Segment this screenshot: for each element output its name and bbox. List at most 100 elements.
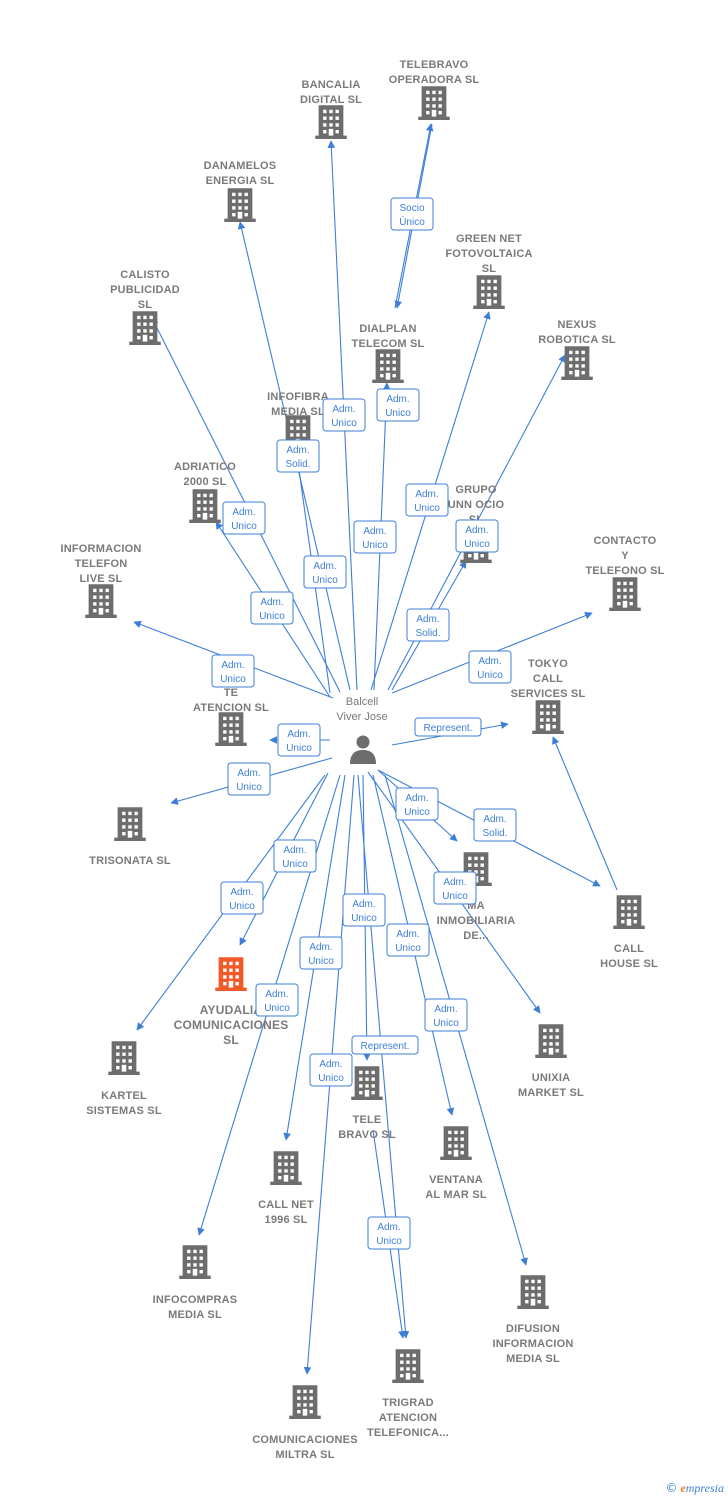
relation-text: Unico	[331, 418, 357, 429]
relation-label-5[interactable]: Adm.Unico	[405, 483, 449, 517]
relation-label-22[interactable]: Adm.Unico	[299, 936, 343, 970]
company-label-line: FOTOVOLTAICA	[445, 248, 532, 260]
relation-label-8[interactable]: Adm.Unico	[455, 519, 499, 553]
person-name-line2: Viver Jose	[336, 711, 387, 723]
relation-label-17[interactable]: Adm.Solid.	[473, 808, 517, 842]
relation-box	[473, 808, 517, 842]
company-label-line: INFOCOMPRAS	[153, 1294, 238, 1306]
relation-box	[255, 983, 299, 1017]
relation-label-12[interactable]: Adm.Unico	[468, 650, 512, 684]
company-node-trisonata[interactable]: TRISONATA SL	[89, 807, 171, 867]
relation-text: Único	[399, 215, 425, 228]
company-label-line: MEDIA SL	[168, 1309, 222, 1321]
relation-text: Adm.	[405, 793, 428, 804]
company-label-line: BANCALIA	[301, 79, 360, 91]
building-icon	[315, 105, 347, 139]
relation-label-25[interactable]: Adm.Unico	[424, 998, 468, 1032]
company-label-line: AYUDALIA	[200, 1003, 263, 1017]
building-icon	[129, 311, 161, 345]
company-label-line: DANAMELOS	[204, 160, 277, 172]
company-label-line: CALISTO	[120, 269, 170, 281]
relation-text: Solid.	[285, 459, 310, 470]
relation-label-16[interactable]: Adm.Unico	[395, 787, 439, 821]
relation-text: Unico	[236, 782, 262, 793]
relation-label-2[interactable]: Adm.Unico	[376, 388, 420, 422]
relation-box	[405, 483, 449, 517]
relation-label-11[interactable]: Adm.Unico	[211, 654, 255, 688]
relation-box	[250, 591, 294, 625]
relation-text: Unico	[286, 743, 312, 754]
company-node-trigrad[interactable]: TRIGRADATENCIONTELEFONICA...	[367, 1349, 449, 1439]
relation-label-26[interactable]: Represent.	[351, 1035, 419, 1055]
relation-text: Unico	[442, 891, 468, 902]
company-label-line: TRISONATA SL	[89, 855, 171, 867]
relation-label-21[interactable]: Adm.Unico	[342, 893, 386, 927]
company-label-line: AL MAR SL	[425, 1189, 487, 1201]
brand-name: mpresia	[685, 1481, 724, 1495]
company-label-line: NEXUS	[558, 319, 597, 331]
relation-label-3[interactable]: Adm.Solid.	[276, 439, 320, 473]
relation-label-9[interactable]: Adm.Unico	[250, 591, 294, 625]
company-label-line: ENERGIA SL	[206, 175, 275, 187]
relation-label-27[interactable]: Adm.Unico	[309, 1053, 353, 1087]
relation-text: Unico	[395, 943, 421, 954]
relations-layer: SocioÚnicoAdm.UnicoAdm.UnicoAdm.Solid.Ad…	[211, 197, 517, 1250]
relation-label-23[interactable]: Adm.Unico	[386, 923, 430, 957]
relation-text: Adm.	[313, 561, 336, 572]
relation-label-19[interactable]: Adm.Unico	[220, 881, 264, 915]
company-node-telebravo[interactable]: TELEBRAVO SL	[338, 1066, 396, 1141]
relation-label-20[interactable]: Adm.Unico	[433, 871, 477, 905]
company-label-line: SERVICES SL	[511, 688, 586, 700]
relation-box	[351, 1035, 419, 1055]
relation-label-18[interactable]: Adm.Unico	[273, 839, 317, 873]
company-label-line: ATENCION SL	[193, 702, 269, 714]
relation-label-1[interactable]: Adm.Unico	[322, 398, 366, 432]
company-label-line: DE...	[463, 930, 488, 942]
relation-box	[227, 762, 271, 796]
relation-label-6[interactable]: Adm.Unico	[303, 555, 347, 589]
relation-label-15[interactable]: Represent.	[414, 717, 482, 737]
company-label-line: TELE	[353, 1114, 382, 1126]
relation-label-14[interactable]: Adm.Unico	[227, 762, 271, 796]
relation-text: Unico	[376, 1236, 402, 1247]
relation-text: Adm.	[230, 887, 253, 898]
relation-text: Adm.	[319, 1059, 342, 1070]
relation-text: Adm.	[287, 729, 310, 740]
relation-label-13[interactable]: Adm. Unico	[277, 723, 321, 757]
relation-text: Adm.	[283, 845, 306, 856]
company-node-infocompras[interactable]: INFOCOMPRAS MEDIA SL	[153, 1245, 238, 1321]
center-person[interactable]: Balcell Viver Jose	[336, 696, 388, 764]
company-label-line: SL	[223, 1033, 239, 1047]
relation-label-24[interactable]: Adm.Unico	[255, 983, 299, 1017]
relation-label-7[interactable]: Adm.Unico	[353, 520, 397, 554]
relation-label-10[interactable]: Adm.Solid.	[406, 608, 450, 642]
relation-label-28[interactable]: Adm.Unico	[367, 1216, 411, 1250]
company-node-danamelos[interactable]: DANAMELOS ENERGIA SL	[204, 160, 277, 222]
company-label-line: UNN OCIO	[448, 499, 505, 511]
edges-layer	[133, 123, 618, 1375]
relation-label-4[interactable]: Adm.Unico	[222, 501, 266, 535]
company-label-line: ATENCION	[379, 1412, 437, 1424]
